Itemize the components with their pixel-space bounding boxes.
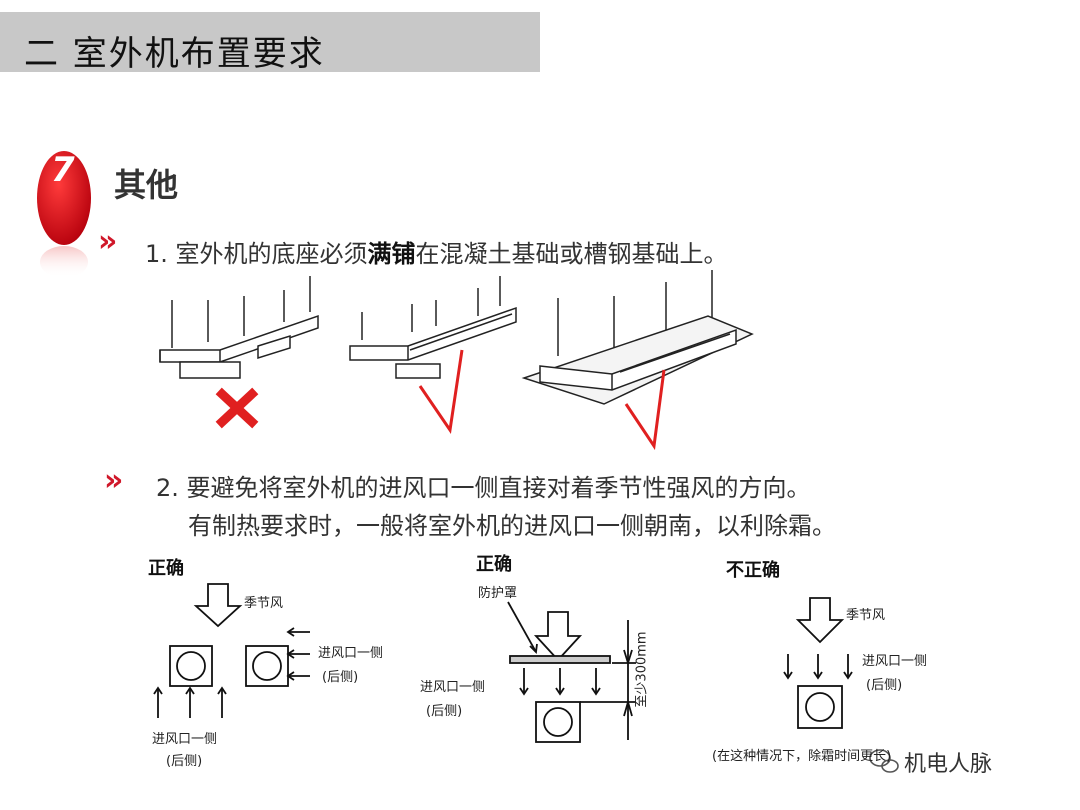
min-distance-label: 至少300mm: [634, 631, 650, 708]
bullet-2-text-line-2: 有制热要求时，一般将室外机的进风口一侧朝南，以利除霜。: [188, 512, 836, 540]
inlet-side-label: 进风口一侧: [318, 646, 384, 661]
rear-side-label: (后侧): [322, 670, 359, 685]
diagram-correct-2: [507, 601, 636, 743]
rear-side-label: (后侧): [426, 704, 463, 719]
bullet-1-text: 1. 室外机的底座必须满铺在混凝土基础或槽钢基础上。: [145, 240, 728, 268]
check-mark-icon: [418, 349, 464, 435]
correct-label: 正确: [476, 554, 512, 575]
emphasis-text: 满铺: [367, 240, 416, 268]
rear-side-label: (后侧): [866, 678, 903, 693]
wrong-mark-icon: [215, 387, 259, 429]
header-bar: 二 室外机布置要求: [0, 12, 540, 74]
diagram-incorrect: [783, 597, 853, 729]
base-illustration-slab: [521, 270, 754, 405]
check-mark-icon: [624, 369, 666, 451]
section-number: 7: [51, 150, 75, 190]
inlet-side-label: 进风口一侧: [152, 732, 218, 747]
base-illustration-channel: [349, 276, 517, 379]
rear-side-label: (后侧): [166, 754, 203, 769]
base-illustration-partial: [159, 276, 319, 379]
section-title: 其他: [114, 166, 179, 204]
diagram-correct-1: [153, 583, 310, 718]
section-number-badge-icon: [37, 151, 91, 278]
guard-label: 防护罩: [478, 586, 518, 601]
bullet-2-text-line-1: 2. 要避免将室外机的进风口一侧直接对着季节性强风的方向。: [156, 474, 811, 502]
seasonal-wind-label: 季节风: [244, 596, 284, 611]
wechat-icon: [869, 749, 899, 773]
correct-label: 正确: [148, 558, 184, 579]
watermark: 机电人脉: [904, 752, 993, 777]
page-title: 二 室外机布置要求: [24, 34, 325, 74]
seasonal-wind-label: 季节风: [846, 608, 886, 623]
inlet-side-label: 进风口一侧: [420, 680, 486, 695]
inlet-side-label: 进风口一侧: [862, 654, 928, 669]
defrost-note: (在这种情况下，除霜时间更长): [712, 749, 892, 764]
incorrect-label: 不正确: [726, 560, 780, 581]
